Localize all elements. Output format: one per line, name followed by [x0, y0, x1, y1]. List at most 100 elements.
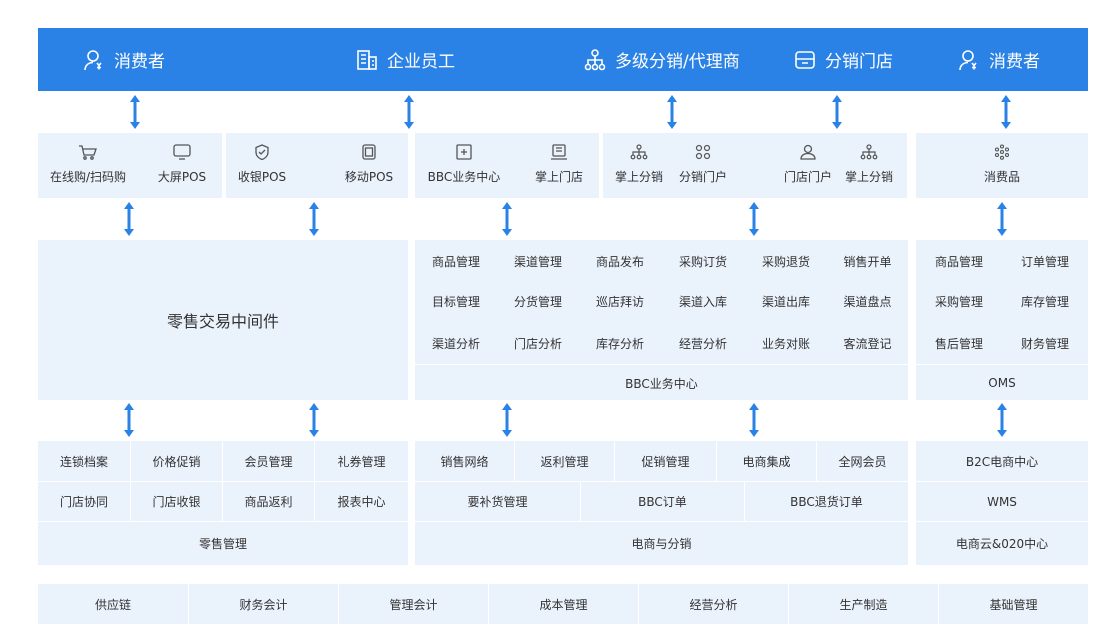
o2o-center-panel — [916, 441, 1088, 565]
double-arrow-icon — [309, 403, 319, 437]
grid-cell: 库存管理 — [1020, 294, 1069, 309]
grid-cell: 返利管理 — [540, 454, 589, 469]
divider — [415, 481, 908, 482]
foundation-item: 经营分析 — [689, 597, 738, 612]
foundation-item: 基础管理 — [989, 597, 1038, 612]
grid-cell: 采购退货 — [761, 254, 810, 269]
grid-cell: 库存分析 — [595, 336, 644, 351]
grid-cell: B2C电商中心 — [965, 454, 1039, 469]
bbc-center-panel — [415, 240, 908, 400]
grid-cell: 分货管理 — [513, 294, 562, 309]
channel-store-portal: 门店门户 — [776, 144, 840, 185]
grid-cell: BBC退货订单 — [790, 495, 863, 509]
double-arrow-icon — [667, 95, 677, 129]
double-arrow-icon — [749, 202, 759, 236]
top-item-consumer-2: 消费者 — [957, 28, 1040, 91]
channel-bbc-center: BBC业务中心 — [415, 144, 513, 185]
foundation-item: 管理会计 — [389, 597, 438, 612]
divider — [415, 364, 908, 365]
double-arrow-icon — [130, 95, 140, 129]
hierarchy-icon — [630, 144, 648, 160]
grid-cell: 客流登记 — [843, 336, 892, 351]
oms-panel — [916, 240, 1088, 400]
channel-mobile-pos: 移动POS — [330, 144, 408, 185]
channel-panel-pos — [226, 133, 408, 198]
grid-cell: 商品发布 — [595, 254, 644, 269]
divider — [514, 441, 515, 481]
grid-cell: BBC订单 — [638, 495, 687, 509]
grid-cell: 渠道分析 — [431, 336, 480, 351]
foundation-item: 财务会计 — [239, 597, 288, 612]
o2o-center-footer: 电商云&020中心 — [955, 537, 1049, 551]
double-arrow-icon — [124, 202, 134, 236]
grid-cell: 业务对账 — [761, 336, 810, 351]
divider — [38, 521, 408, 522]
grid-cell: 电商集成 — [742, 454, 791, 469]
add-box-icon — [456, 144, 472, 160]
channel-panel-distributor — [603, 133, 907, 198]
grid-cell: 门店分析 — [513, 336, 562, 351]
channel-big-screen-pos: 大屏POS — [142, 144, 222, 185]
double-arrow-icon — [502, 403, 512, 437]
double-arrow-icon — [124, 403, 134, 437]
double-arrow-icon — [997, 403, 1007, 437]
apps-icon — [695, 144, 711, 160]
channel-mobile-store: 掌上门店 — [522, 144, 596, 185]
channel-panel-bbc — [415, 133, 599, 198]
double-arrow-icon — [749, 403, 759, 437]
bbc-center-footer: BBC业务中心 — [625, 376, 698, 391]
divider — [744, 481, 745, 521]
monitor-icon — [173, 144, 191, 160]
top-item-label: 消费者 — [989, 52, 1040, 72]
channel-panel-online — [38, 133, 222, 198]
grid-cell: WMS — [987, 494, 1017, 509]
divider — [716, 441, 717, 481]
grid-cell: 要补货管理 — [467, 495, 528, 509]
grid-cell: 礼券管理 — [337, 454, 386, 469]
double-arrow-icon — [997, 202, 1007, 236]
retail-middleware-title: 零售交易中间件 — [166, 312, 279, 331]
double-arrow-icon — [832, 95, 842, 129]
grid-cell: 售后管理 — [934, 336, 983, 351]
foundation-item: 生产制造 — [839, 597, 888, 612]
top-item-label: 分销门店 — [825, 52, 893, 72]
channel-online-scan: 在线购/扫码购 — [38, 144, 138, 185]
grid-cell: 会员管理 — [244, 454, 293, 469]
user-icon — [800, 144, 816, 160]
divider — [816, 441, 817, 481]
divider — [916, 481, 1088, 482]
divider — [916, 521, 1088, 522]
divider — [938, 584, 939, 624]
grid-cell: 渠道入库 — [678, 294, 727, 309]
cart-icon — [79, 145, 97, 160]
top-item-label: 多级分销/代理商 — [615, 52, 740, 72]
divider — [38, 481, 408, 482]
top-item-distributor: 多级分销/代理商 — [583, 28, 740, 91]
channel-mobile-distribution-2: 掌上分销 — [836, 144, 902, 185]
grid-cell: 连锁档案 — [59, 454, 108, 469]
ecommerce-distribution-panel — [415, 441, 908, 565]
double-arrow-icon — [309, 202, 319, 236]
divider — [188, 584, 189, 624]
retail-management-panel — [38, 441, 408, 565]
oms-footer: OMS — [988, 376, 1016, 390]
grid-cell: 采购管理 — [934, 294, 983, 309]
retail-middleware-panel — [38, 240, 408, 400]
divider — [788, 584, 789, 624]
grid-cell: 价格促销 — [152, 454, 201, 469]
double-arrow-icon — [502, 202, 512, 236]
grid-cell: 销售网络 — [440, 454, 489, 469]
consumer-icon — [84, 49, 102, 70]
shield-icon — [255, 144, 269, 160]
divider — [614, 441, 615, 481]
channel-distribution-portal: 分销门户 — [670, 144, 736, 185]
top-role-bar: 消费者 企业员工 多级分销/代理商 分销门店 消费者 — [38, 28, 1088, 91]
channel-panel-consumer — [916, 133, 1088, 198]
grid-cell: 渠道出库 — [761, 294, 810, 309]
top-item-label: 消费者 — [114, 52, 165, 72]
store-icon — [795, 50, 815, 69]
hierarchy-icon — [860, 144, 878, 160]
grid-cell: 订单管理 — [1020, 254, 1069, 269]
store-list-icon — [551, 144, 567, 160]
foundation-item: 成本管理 — [539, 597, 588, 612]
